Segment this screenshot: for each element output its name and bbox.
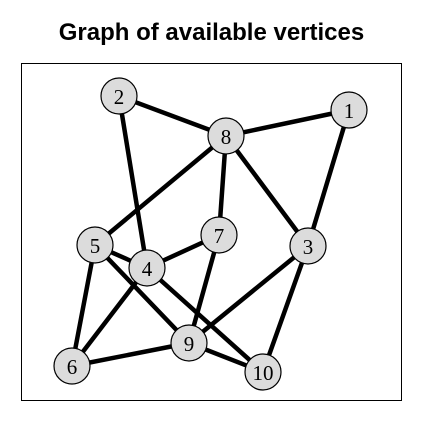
node-circle bbox=[207, 117, 245, 155]
edge-3-9 bbox=[186, 243, 311, 346]
edge-5-9 bbox=[92, 242, 192, 346]
node-label: 6 bbox=[67, 355, 78, 379]
node-label: 1 bbox=[344, 99, 355, 123]
edge-8-3 bbox=[223, 133, 311, 249]
node-circle bbox=[330, 91, 368, 129]
node-label: 10 bbox=[253, 361, 274, 385]
edge-7-9 bbox=[186, 232, 222, 346]
node-circle bbox=[76, 226, 114, 264]
nodes-layer: 1 2 3 4 5 6 7 8 9 10 bbox=[53, 77, 368, 391]
node-2: 2 bbox=[100, 77, 138, 115]
node-circle bbox=[200, 216, 238, 254]
edge-1-3 bbox=[305, 107, 352, 249]
node-label: 7 bbox=[214, 224, 225, 248]
page-title: Graph of available vertices bbox=[58, 19, 365, 46]
edge-8-1 bbox=[223, 107, 352, 139]
node-10: 10 bbox=[244, 353, 282, 391]
node-7: 7 bbox=[200, 216, 238, 254]
node-circle bbox=[128, 249, 166, 287]
node-1: 1 bbox=[330, 91, 368, 129]
edge-4-6 bbox=[69, 265, 150, 369]
edge-2-8 bbox=[116, 93, 229, 139]
node-circle bbox=[244, 353, 282, 391]
node-circle bbox=[100, 77, 138, 115]
graph-frame bbox=[21, 63, 402, 401]
edge-4-10 bbox=[144, 265, 266, 375]
node-label: 5 bbox=[90, 234, 101, 258]
edge-5-6 bbox=[69, 242, 98, 369]
edge-8-5 bbox=[92, 133, 229, 248]
node-6: 6 bbox=[53, 347, 91, 385]
node-label: 2 bbox=[114, 85, 125, 109]
node-label: 8 bbox=[221, 125, 232, 149]
edge-6-9 bbox=[69, 340, 192, 369]
node-label: 3 bbox=[303, 235, 314, 259]
node-3: 3 bbox=[289, 227, 327, 265]
node-circle bbox=[289, 227, 327, 265]
node-8: 8 bbox=[207, 117, 245, 155]
node-circle bbox=[53, 347, 91, 385]
edge-3-10 bbox=[260, 243, 311, 375]
edge-2-4 bbox=[116, 93, 150, 271]
node-label: 9 bbox=[184, 332, 195, 356]
node-label: 4 bbox=[142, 257, 153, 281]
node-4: 4 bbox=[128, 249, 166, 287]
node-5: 5 bbox=[76, 226, 114, 264]
node-9: 9 bbox=[170, 324, 208, 362]
node-circle bbox=[170, 324, 208, 362]
